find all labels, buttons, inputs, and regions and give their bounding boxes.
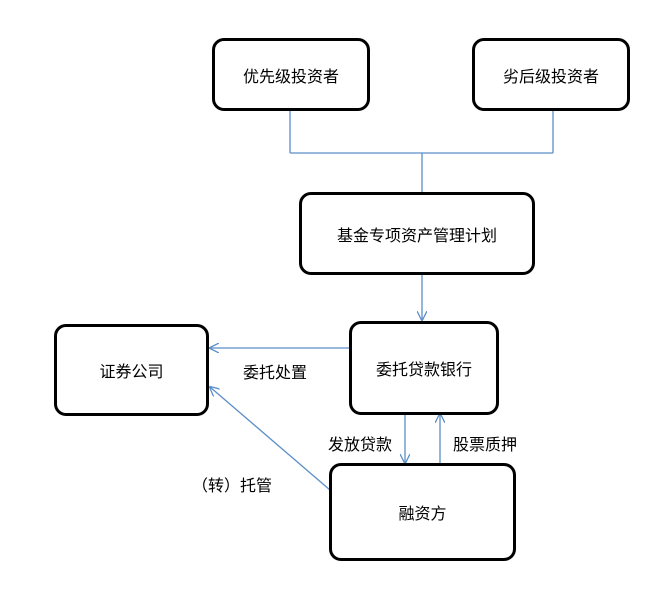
fund-plan-label: 基金专项资产管理计划 [336,225,497,245]
fund-plan-box: 基金专项资产管理计划 [299,192,535,275]
entrusted-bank-label: 委托贷款银行 [375,360,472,379]
junior-investor-box: 劣后级投资者 [472,38,630,111]
transfer-custody-label: （转）托管 [192,476,273,495]
financing-party-box: 融资方 [329,463,516,561]
securities-company-box: 证券公司 [54,324,209,416]
entrusted-bank-box: 委托贷款银行 [349,321,499,415]
senior-investor-box: 优先级投资者 [212,38,370,111]
issue-loan-label: 发放贷款 [328,435,393,454]
securities-company-label: 证券公司 [99,362,164,381]
junior-investor-label: 劣后级投资者 [502,66,599,86]
senior-investor-label: 优先级投资者 [242,66,339,86]
entrusted-disposal-label: 委托处置 [243,363,308,382]
stock-pledge-label: 股票质押 [453,435,518,454]
custody-arrow [210,387,331,491]
financing-party-label: 融资方 [398,504,447,523]
